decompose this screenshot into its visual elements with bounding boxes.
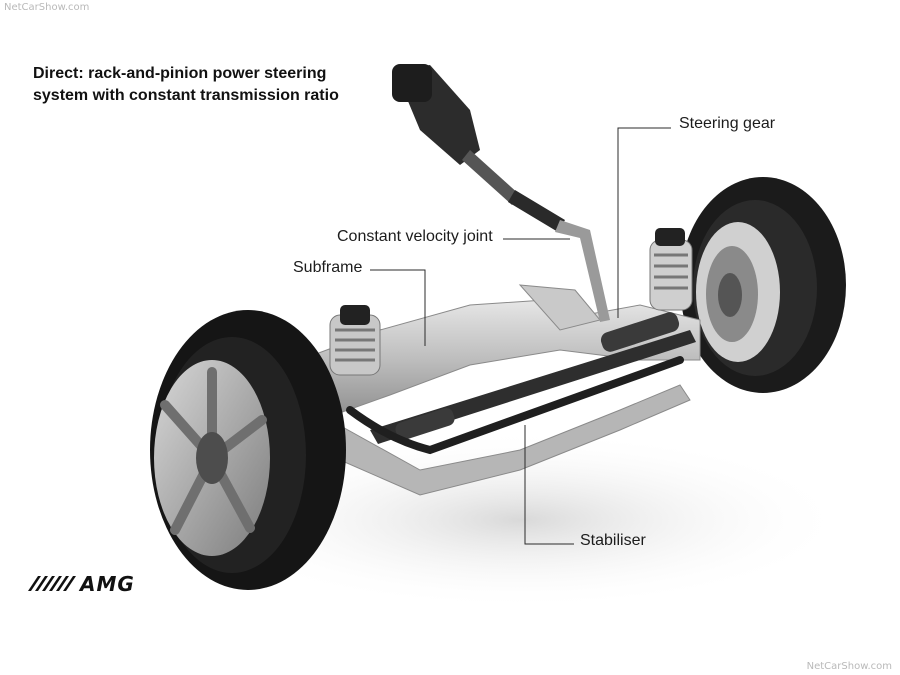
- steering-rack: [370, 312, 696, 444]
- watermark-bottom: NetCarShow.com: [806, 661, 892, 672]
- label-stabiliser: Stabiliser: [580, 532, 646, 549]
- stabiliser-bar: [346, 356, 684, 455]
- amg-logo: AMG: [28, 573, 135, 595]
- steering-column: [392, 64, 610, 322]
- diagram-caption: Direct: rack-and-pinion power steering s…: [33, 63, 373, 107]
- ground-shadow: [190, 430, 850, 610]
- right-strut: [649, 228, 693, 311]
- subframe: [299, 284, 701, 496]
- left-strut: [329, 305, 381, 376]
- label-steering-gear: Steering gear: [679, 115, 776, 132]
- caption-line-2: system with constant transmission ratio: [33, 87, 339, 104]
- label-cv-joint: Constant velocity joint: [337, 228, 493, 245]
- right-wheel: [680, 177, 846, 393]
- amg-logo-text: AMG: [78, 573, 135, 595]
- left-wheel: [150, 310, 346, 590]
- leader-lines: [370, 127, 671, 545]
- leader-stabiliser: [524, 425, 574, 545]
- caption-line-1: Direct: rack-and-pinion power steering: [33, 65, 327, 82]
- leader-subframe: [370, 269, 426, 346]
- label-subframe: Subframe: [293, 259, 363, 276]
- watermark-top: NetCarShow.com: [4, 2, 90, 13]
- leader-steering-gear: [617, 127, 671, 318]
